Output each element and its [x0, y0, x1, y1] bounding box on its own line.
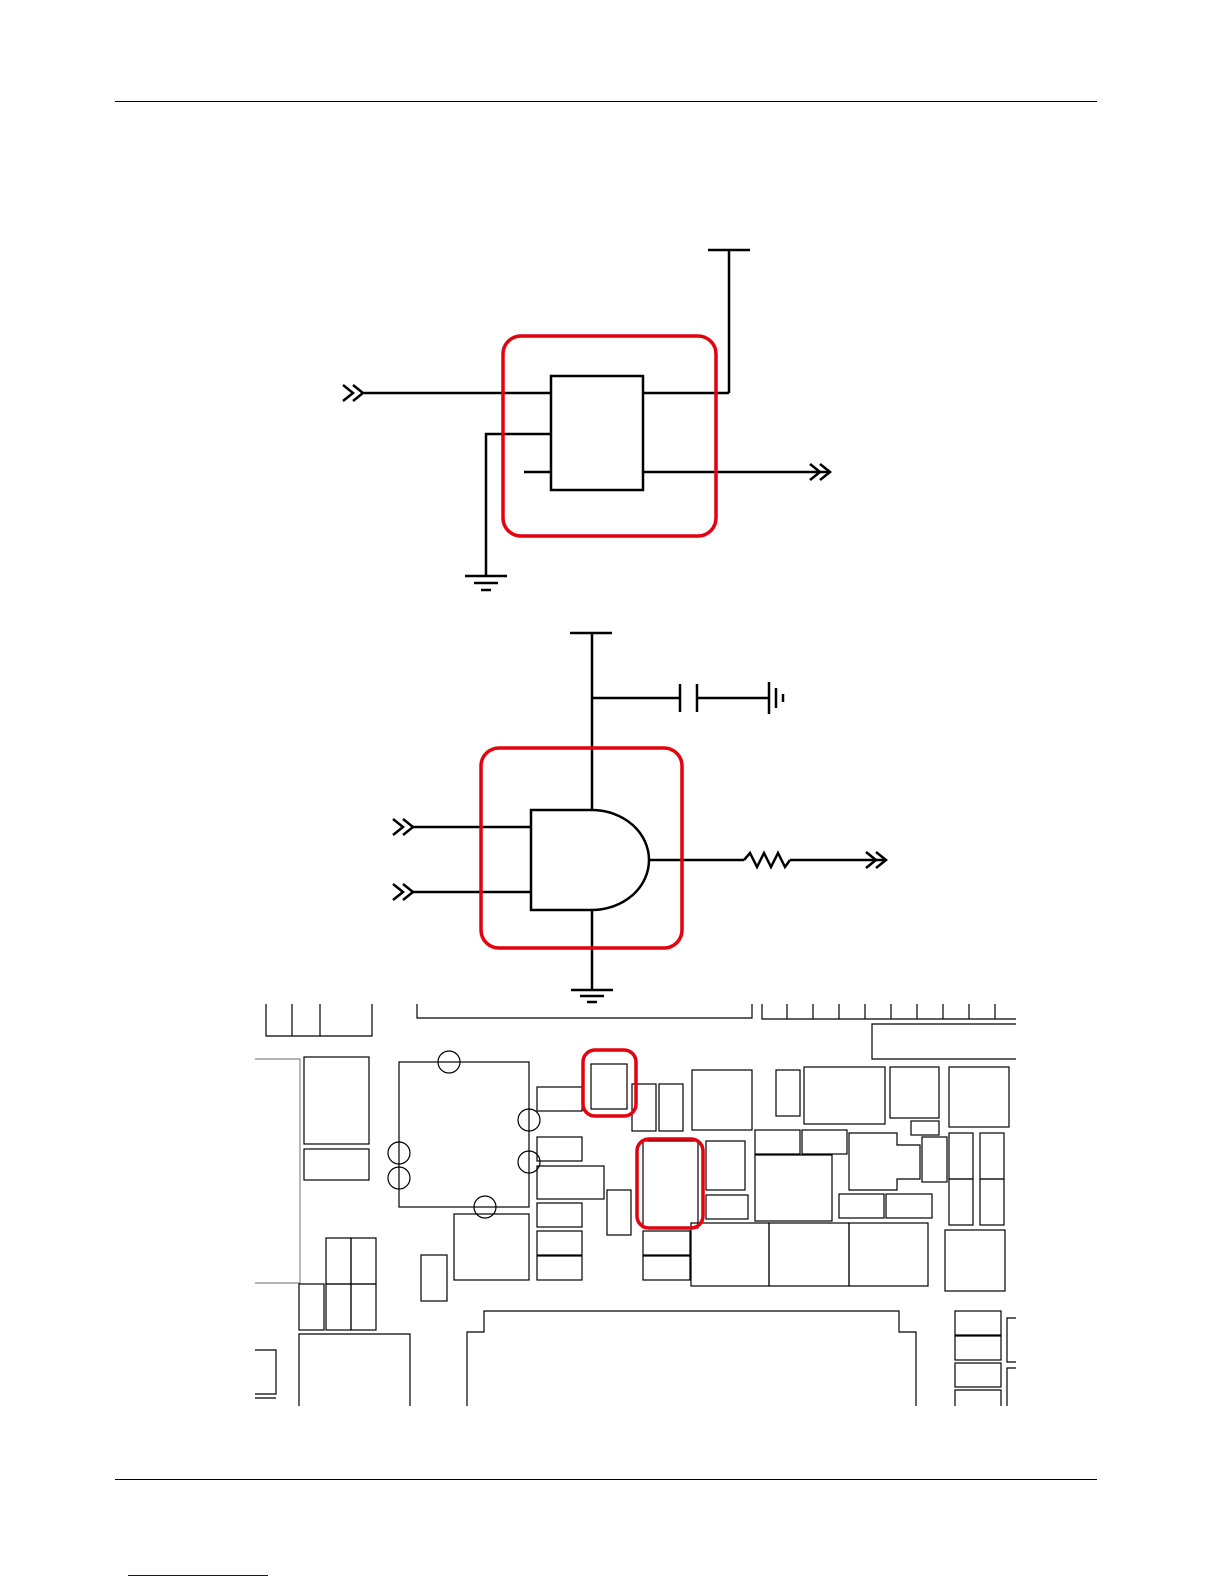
- input-arrow-icon: [393, 819, 413, 835]
- buffer-ic-block: [551, 376, 643, 490]
- and-gate: [531, 810, 649, 910]
- ground-icon: [769, 682, 783, 714]
- highlight-box-ic: [503, 336, 716, 536]
- input-arrow-icon: [393, 884, 413, 900]
- highlight-box-board-part-2: [637, 1139, 703, 1228]
- highlight-box-gate: [481, 748, 682, 948]
- input-arrow-icon: [343, 385, 363, 401]
- capacitor-icon: [680, 684, 697, 712]
- resistor-icon: [744, 853, 790, 867]
- schematic-1: [343, 250, 830, 590]
- power-rail-icon: [570, 633, 612, 810]
- ground-icon: [465, 576, 507, 590]
- ground-icon: [571, 990, 613, 1002]
